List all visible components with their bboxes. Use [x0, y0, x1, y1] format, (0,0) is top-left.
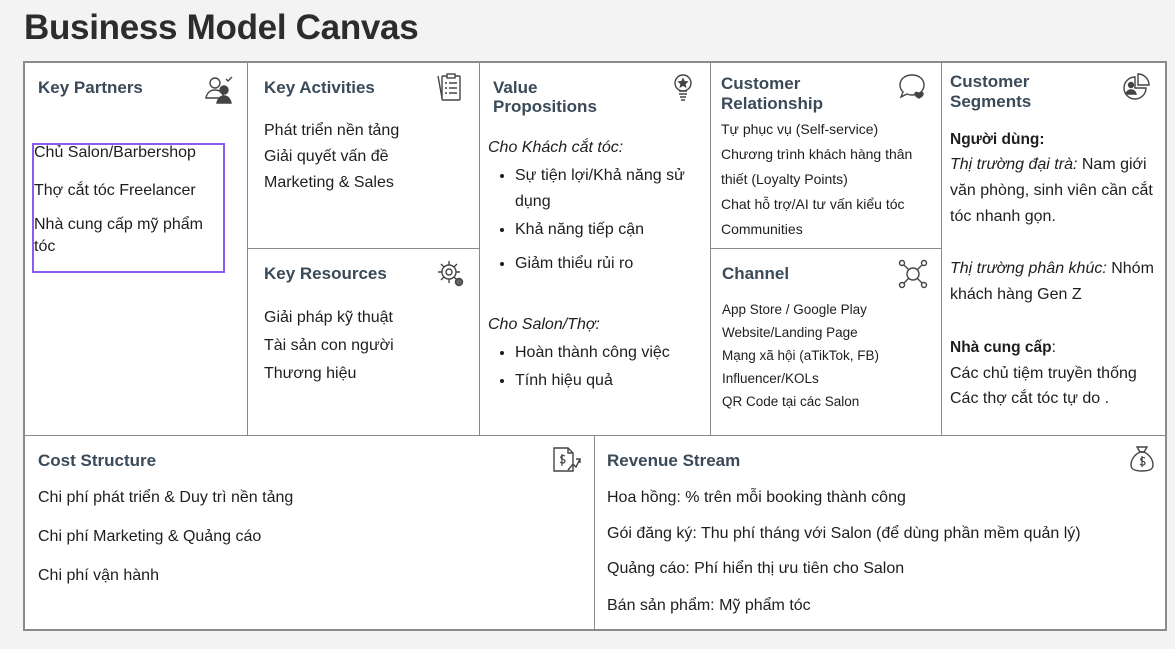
- key-resource-item: Giải pháp kỹ thuật: [264, 309, 393, 326]
- channel-item: QR Code tại các Salon: [722, 394, 860, 409]
- cost-structure-heading: Cost Structure: [38, 451, 157, 470]
- value-item: Giảm thiểu rủi ro: [515, 251, 720, 277]
- value-item: Hoàn thành công việc: [515, 340, 670, 366]
- page-title: Business Model Canvas: [24, 8, 419, 47]
- key-activities-heading: Key Activities: [264, 78, 375, 97]
- money-bag-icon: [1127, 444, 1157, 474]
- relationship-item: Communities: [721, 221, 803, 237]
- key-partner-item: tóc: [34, 238, 56, 255]
- segment-suppliers-colon: :: [1051, 339, 1056, 356]
- key-activity-item: Giải quyết vấn đề: [264, 148, 389, 165]
- segment-mass-text: Nam giới: [1077, 156, 1147, 173]
- segment-mass-line: văn phòng, sinh viên cần cắt: [950, 182, 1153, 199]
- partners-icon: [204, 74, 234, 104]
- revenue-item: Gói đăng ký: Thu phí tháng với Salon (để…: [607, 525, 1081, 542]
- cost-document-icon: [551, 444, 581, 474]
- channel-item: Influencer/KOLs: [722, 371, 819, 386]
- value-item: Sự tiện lợi/Khả năng sử dụng: [515, 163, 720, 215]
- segment-niche-line: khách hàng Gen Z: [950, 286, 1082, 303]
- segment-niche-label: Thị trường phân khúc:: [950, 260, 1107, 277]
- value-group1-list: Sự tiện lợi/Khả năng sử dụng Khả năng ti…: [489, 163, 720, 277]
- revenue-item: Hoa hồng: % trên mỗi booking thành công: [607, 489, 906, 506]
- chat-heart-icon: [898, 72, 928, 102]
- divider: [25, 435, 1165, 436]
- channel-heading: Channel: [722, 264, 790, 283]
- segment-suppliers-label: Nhà cung cấp: [950, 339, 1052, 356]
- value-group-title: Cho Salon/Thợ:: [488, 316, 600, 333]
- segment-mass-line: Thị trường đại trà: Nam giới: [950, 152, 1147, 178]
- segment-users-label: Người dùng:: [950, 131, 1045, 148]
- segment-niche-text: Nhóm: [1106, 260, 1154, 277]
- revenue-item: Bán sản phẩm: Mỹ phẩm tóc: [607, 597, 811, 614]
- cost-item: Chi phí Marketing & Quảng cáo: [38, 528, 262, 545]
- cost-item: Chi phí vận hành: [38, 567, 159, 584]
- network-icon: [898, 259, 928, 289]
- value-propositions-heading-line1: Value: [493, 78, 538, 97]
- divider: [247, 63, 248, 435]
- value-propositions-heading-line2: Propositions: [493, 97, 597, 116]
- customer-segments-heading-line1: Customer: [950, 72, 1030, 91]
- key-partner-item: Nhà cung cấp mỹ phẩm: [34, 216, 203, 233]
- lightbulb-icon: [668, 72, 698, 102]
- divider: [710, 248, 941, 249]
- value-group-title: Cho Khách cắt tóc:: [488, 139, 624, 156]
- selection-box[interactable]: [32, 143, 225, 273]
- relationship-item: Tự phục vụ (Self-service): [721, 121, 879, 137]
- relationship-item: Chat hỗ trợ/AI tư vấn kiểu tóc: [721, 196, 905, 212]
- divider: [247, 248, 479, 249]
- divider: [941, 63, 942, 435]
- relationship-item: thiết (Loyalty Points): [721, 171, 848, 187]
- revenue-item: Quảng cáo: Phí hiển thị ưu tiên cho Salo…: [607, 560, 905, 577]
- segment-mass-label: Thị trường đại trà:: [950, 156, 1078, 173]
- gears-icon: [436, 259, 466, 289]
- key-partner-item: Thợ cắt tóc Freelancer: [34, 182, 196, 199]
- divider: [594, 435, 595, 629]
- segment-niche-line: Thị trường phân khúc: Nhóm: [950, 256, 1154, 282]
- pie-chart-icon: [1122, 72, 1152, 102]
- customer-relationship-heading-line2: Relationship: [721, 94, 824, 113]
- value-item: Tính hiệu quả: [515, 368, 670, 394]
- segment-mass-line: tóc nhanh gọn.: [950, 208, 1056, 225]
- key-partner-item: Chủ Salon/Barbershop: [34, 144, 196, 161]
- customer-segments-heading-line2: Segments: [950, 92, 1032, 111]
- key-activity-item: Phát triển nền tảng: [264, 122, 400, 139]
- channel-item: Website/Landing Page: [722, 325, 858, 340]
- value-item: Khả năng tiếp cận: [515, 217, 720, 243]
- key-activity-item: Marketing & Sales: [264, 174, 394, 191]
- divider: [479, 63, 480, 435]
- segment-supplier-item: Các chủ tiệm truyền thống: [950, 365, 1137, 382]
- cost-item: Chi phí phát triển & Duy trì nền tảng: [38, 489, 294, 506]
- relationship-item: Chương trình khách hàng thân: [721, 146, 913, 162]
- clipboard-icon: [436, 72, 466, 102]
- channel-item: App Store / Google Play: [722, 302, 867, 317]
- key-resources-heading: Key Resources: [264, 264, 387, 283]
- channel-item: Mạng xã hội (aTikTok, FB): [722, 348, 880, 363]
- revenue-stream-heading: Revenue Stream: [607, 451, 741, 470]
- divider: [710, 63, 711, 435]
- canvas-board: [23, 61, 1167, 631]
- value-group2-list: Hoàn thành công việc Tính hiệu quả: [489, 340, 670, 394]
- key-resource-item: Thương hiệu: [264, 365, 357, 382]
- key-partners-heading: Key Partners: [38, 78, 143, 97]
- key-resource-item: Tài sản con người: [264, 337, 394, 354]
- customer-relationship-heading-line1: Customer: [721, 74, 801, 93]
- segment-supplier-item: Các thợ cắt tóc tự do .: [950, 390, 1110, 407]
- segment-suppliers-line: Nhà cung cấp:: [950, 335, 1056, 361]
